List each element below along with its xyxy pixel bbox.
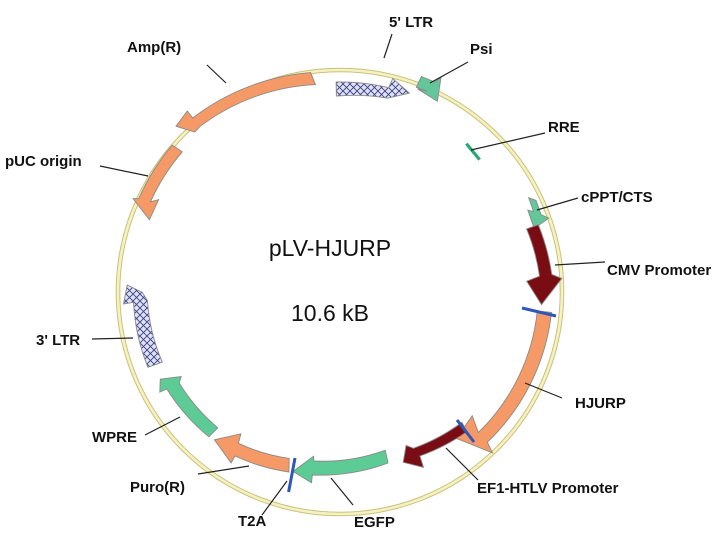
feature-amp-leader <box>206 64 227 84</box>
feature-ltr3-leader <box>91 337 134 340</box>
feature-egfp-arc <box>292 449 389 484</box>
feature-puro: Puro(R) <box>130 433 290 496</box>
feature-psi-leader <box>429 61 469 84</box>
feature-cppt-leader <box>536 197 579 211</box>
feature-cmv-leader <box>554 261 606 266</box>
feature-egfp-leader <box>330 477 354 506</box>
feature-puro-label: Puro(R) <box>130 479 185 496</box>
feature-egfp-label: EGFP <box>354 514 395 531</box>
feature-puc-label: pUC origin <box>5 153 82 170</box>
feature-puc: pUC origin <box>5 144 183 221</box>
feature-t2a: T2A <box>238 457 297 530</box>
feature-wpre-label: WPRE <box>92 429 137 446</box>
feature-cppt: cPPT/CTS <box>527 189 653 230</box>
feature-ef1: EF1-HTLV Promoter <box>402 421 619 497</box>
feature-amp-label: Amp(R) <box>127 39 181 56</box>
feature-cppt-arc <box>527 197 550 230</box>
plasmid-backbone <box>115 67 565 517</box>
feature-puc-leader <box>99 165 149 177</box>
hjurp-ef1-boundary-tick <box>455 419 476 443</box>
feature-rre-leader <box>470 132 546 151</box>
feature-ef1-label: EF1-HTLV Promoter <box>477 480 619 497</box>
feature-hjurp-leader <box>524 382 563 399</box>
feature-wpre: WPRE <box>92 375 219 446</box>
feature-cmv-arc <box>526 224 563 306</box>
feature-ef1-arc <box>402 421 468 469</box>
feature-rre-label: RRE <box>548 119 580 136</box>
feature-rre: RRE <box>465 119 580 161</box>
feature-egfp: EGFP <box>292 449 395 531</box>
plasmid-name: pLV-HJURP <box>269 235 391 261</box>
feature-psi: Psi <box>415 41 493 103</box>
feature-ltr5-label: 5' LTR <box>389 14 433 31</box>
feature-hjurp-label: HJURP <box>575 395 626 412</box>
feature-amp-arc <box>175 72 317 133</box>
cmv-hjurp-boundary-tick <box>521 306 557 318</box>
feature-puro-arc <box>213 433 290 473</box>
feature-t2a-leader <box>261 480 288 516</box>
feature-ltr3-label: 3' LTR <box>36 332 80 349</box>
feature-ltr5-leader <box>383 33 393 59</box>
feature-cmv-label: CMV Promoter <box>607 262 711 279</box>
feature-ltr5-arc <box>335 77 411 99</box>
feature-puro-leader <box>197 465 250 475</box>
feature-wpre-arc <box>159 375 219 438</box>
feature-t2a-label: T2A <box>238 513 267 530</box>
feature-puc-arc <box>132 144 183 221</box>
feature-ltr5: 5' LTR <box>335 14 433 99</box>
plasmid-backbone-fill <box>116 68 564 516</box>
feature-t2a-tick <box>287 457 297 493</box>
feature-ltr3: 3' LTR <box>36 284 163 368</box>
feature-ltr3-arc <box>122 284 163 368</box>
feature-amp: Amp(R) <box>127 39 317 133</box>
plasmid-size: 10.6 kB <box>291 300 369 326</box>
feature-psi-arc <box>415 75 442 103</box>
feature-hjurp-arc <box>455 310 552 454</box>
feature-cmv: CMV Promoter <box>526 224 711 306</box>
feature-psi-label: Psi <box>470 41 493 58</box>
feature-wpre-leader <box>144 416 181 436</box>
feature-rre-tick <box>465 142 481 161</box>
feature-cppt-label: cPPT/CTS <box>581 189 653 206</box>
feature-ef1-leader <box>445 447 479 481</box>
